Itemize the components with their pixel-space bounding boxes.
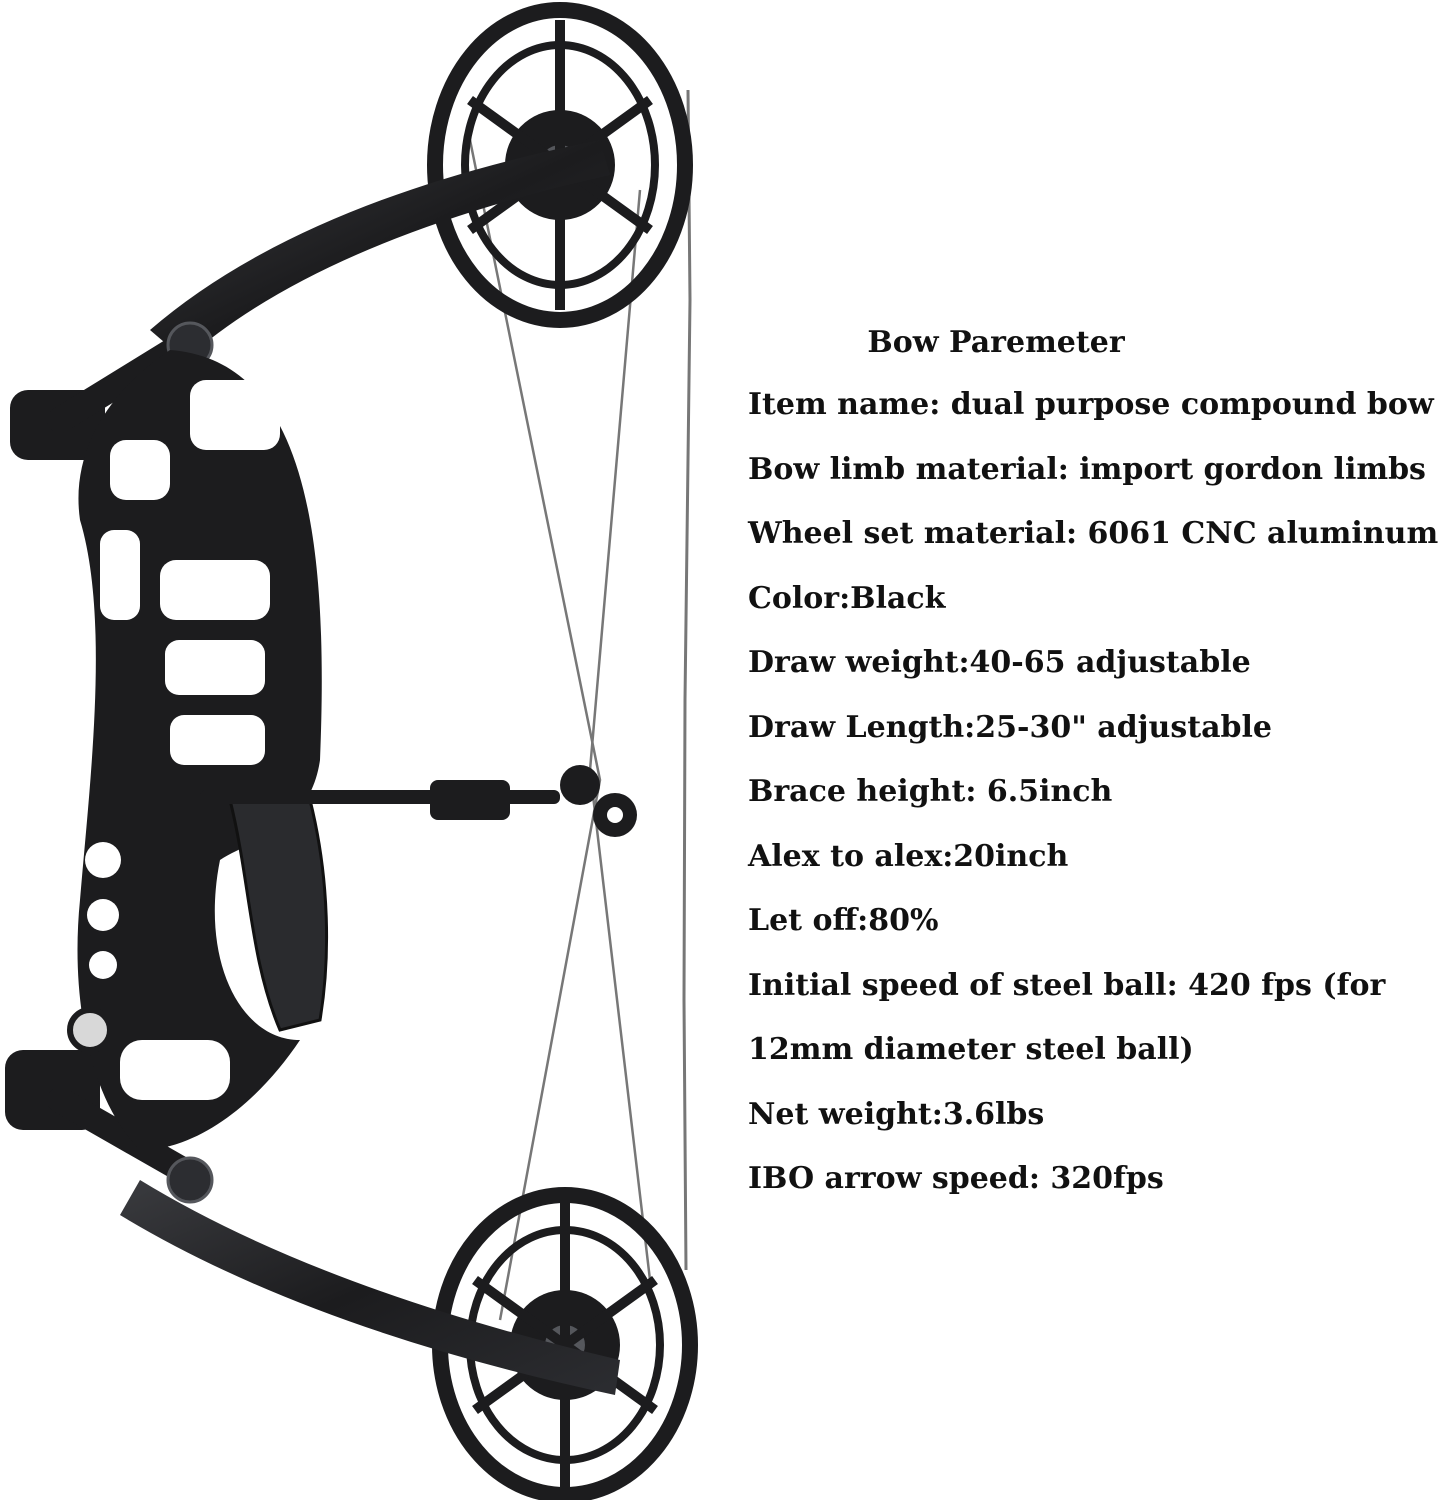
spec-line-color: Color:Black [748,580,946,616]
spec-line-ball-speed-cont: 12mm diameter steel ball) [748,1032,1194,1067]
top-cam-wheel [427,2,693,328]
arrow-rest [200,765,637,837]
spec-line-wheel-material: Wheel set material: 6061 CNC aluminum [748,516,1438,551]
spec-line-let-off: Let off:80% [748,903,939,938]
spec-line-ibo-speed: IBO arrow speed: 320fps [748,1161,1164,1196]
spec-line-item-name: Item name: dual purpose compound bow [748,387,1434,422]
spec-line-limb-material: Bow limb material: import gordon limbs [748,451,1426,487]
upper-limb [150,140,610,360]
grip [228,798,329,1032]
compound-bow-illustration [5,2,698,1500]
limb-pocket-bottom [5,1050,214,1204]
spec-line-draw-length: Draw Length:25-30" adjustable [748,709,1272,745]
spec-line-draw-weight: Draw weight:40-65 adjustable [748,645,1251,680]
lower-limb [120,1180,620,1395]
spec-line-brace-height: Brace height: 6.5inch [748,774,1113,809]
spec-line-axle-to-axle: Alex to alex:20inch [748,838,1069,874]
riser [67,350,322,1150]
spec-title: Bow Paremeter [867,325,1125,360]
spec-list: Item name: dual purpose compound bow Bow… [748,380,1438,1219]
spec-line-net-weight: Net weight:3.6lbs [748,1096,1045,1132]
spec-line-ball-speed: Initial speed of steel ball: 420 fps (fo… [748,967,1386,1003]
